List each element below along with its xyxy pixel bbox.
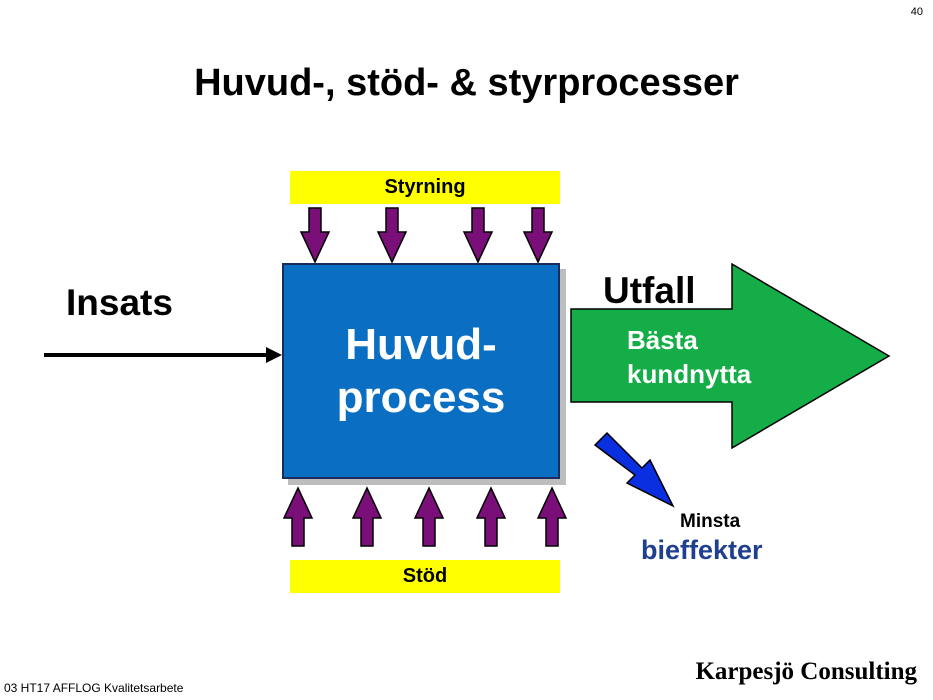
control-arrow [462,207,494,264]
slide-number: 40 [910,6,923,18]
support-arrow [475,486,507,547]
support-arrow [413,486,445,547]
main-process-line1: Huvud- [345,320,497,369]
support-box: Stöd [290,560,560,593]
outcome-line2: kundnytta [627,359,752,389]
support-arrow [536,486,568,547]
outcome-line1: Bästa [627,325,698,355]
control-arrow [376,207,408,264]
main-process-line2: process [336,373,506,422]
control-box: Styrning [290,171,560,204]
output-label: Utfall [603,270,696,311]
footer-course-label: 03 HT17 AFFLOG Kvalitetsarbete [4,681,184,695]
outcome-text: Bästa kundnytta [627,323,751,391]
control-label: Styrning [384,176,466,198]
support-arrows [282,486,568,547]
control-arrows [299,207,554,264]
input-arrow [44,347,282,363]
support-arrow [282,486,314,547]
slide-title: Huvud-, stöd- & styrprocesser [194,62,739,104]
side-effects-large-label: bieffekter [641,535,763,565]
input-label: Insats [66,282,173,323]
output-arrow [570,262,891,450]
support-label: Stöd [402,565,448,587]
side-effect-arrow [593,431,675,508]
side-effects-small-label: Minsta [680,511,741,532]
main-process-box: Huvud- process [282,263,560,479]
control-arrow [522,207,554,264]
support-arrow [351,486,383,547]
control-arrow [299,207,331,264]
footer-company-label: Karpesjö Consulting [695,658,917,685]
